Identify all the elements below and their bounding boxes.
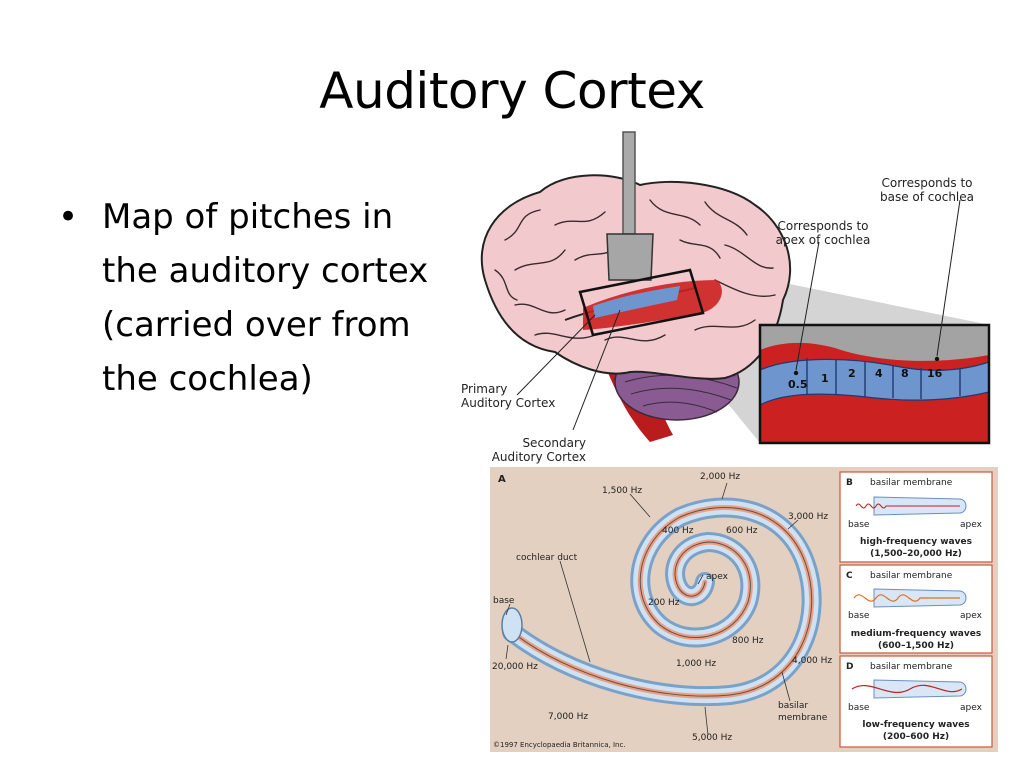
panel-b-wave: high-frequency waves <box>860 537 972 547</box>
pitch-label-0: 0.5 <box>788 378 808 391</box>
pitch-label-5: 16 <box>927 367 943 380</box>
brain-figure: 0.5 1 2 4 8 16 Corresponds to base of co… <box>461 131 991 464</box>
highlight-box <box>578 268 705 337</box>
freq-200: 200 Hz <box>648 598 680 608</box>
panel-c: C basilar membrane base apex medium-freq… <box>839 564 993 654</box>
label-base-cochlea-1: Corresponds to <box>881 176 972 190</box>
panel-d-apex: apex <box>960 703 983 713</box>
freq-4000: 4,000 Hz <box>792 656 832 666</box>
copyright: ©1997 Encyclopaedia Britannica, Inc. <box>493 741 626 749</box>
primary-auditory-cortex <box>593 286 680 318</box>
apex-label: apex <box>706 572 729 582</box>
panel-d-letter: D <box>846 662 853 672</box>
freq-1500: 1,500 Hz <box>602 486 642 496</box>
freq-3000: 3,000 Hz <box>788 512 828 522</box>
bullet-item: • Map of pitches in the auditory cortex … <box>58 190 438 406</box>
panel-b-letter: B <box>846 478 853 488</box>
cochlea-spiral <box>502 497 822 707</box>
pitch-label-1: 1 <box>821 372 829 385</box>
label-secondary-1: Secondary <box>522 436 586 450</box>
label-secondary-2: Auditory Cortex <box>492 450 586 464</box>
panel-b-base: base <box>848 520 870 530</box>
panel-c-membrane: basilar membrane <box>870 571 953 581</box>
panel-b-membrane: basilar membrane <box>870 478 953 488</box>
panel-c-range: (600–1,500 Hz) <box>878 641 954 651</box>
cochlear-duct-label: cochlear duct <box>516 553 578 563</box>
freq-5000: 5,000 Hz <box>692 733 732 743</box>
basilar-membrane-label-1: basilar <box>778 701 808 711</box>
label-primary-2: Auditory Cortex <box>461 396 555 410</box>
pitch-label-4: 8 <box>901 367 909 380</box>
label-base-cochlea-2: base of cochlea <box>880 190 974 204</box>
freq-600: 600 Hz <box>726 526 758 536</box>
bullet-list: • Map of pitches in the auditory cortex … <box>58 190 438 406</box>
panel-b-apex: apex <box>960 520 983 530</box>
bullet-dot: • <box>58 197 79 237</box>
bullet-text: Map of pitches in the auditory cortex (c… <box>102 197 429 399</box>
probe-shaft <box>622 131 636 235</box>
freq-7000: 7,000 Hz <box>548 712 588 722</box>
label-apex-cochlea-2: apex of cochlea <box>776 233 871 247</box>
probe-blade <box>606 233 654 281</box>
inset-zoom <box>758 323 991 445</box>
panel-d-membrane: basilar membrane <box>870 662 953 672</box>
label-apex-cochlea-1: Corresponds to <box>777 219 868 233</box>
cochlea-base-opening <box>501 607 523 643</box>
label-primary-1: Primary <box>461 382 507 396</box>
pitch-label-2: 2 <box>848 367 856 380</box>
pitch-label-3: 4 <box>875 367 883 380</box>
cochlea-figure: A 2,000 Hz 1,500 Hz 3,000 Hz 400 Hz 600 … <box>490 467 998 752</box>
slide-title: Auditory Cortex <box>319 62 705 120</box>
panel-c-letter: C <box>846 571 853 581</box>
panel-c-apex: apex <box>960 611 983 621</box>
panel-d-wave: low-frequency waves <box>862 720 969 730</box>
panel-c-wave: medium-frequency waves <box>851 629 981 639</box>
panel-b: B basilar membrane base apex high-freque… <box>839 471 993 563</box>
panel-c-base: base <box>848 611 870 621</box>
panel-a-letter: A <box>498 474 506 485</box>
freq-800: 800 Hz <box>732 636 764 646</box>
base-label: base <box>493 596 515 606</box>
panel-d: D basilar membrane base apex low-frequen… <box>839 655 993 748</box>
freq-20000: 20,000 Hz <box>492 662 538 672</box>
freq-2000: 2,000 Hz <box>700 472 740 482</box>
panel-d-range: (200–600 Hz) <box>883 732 949 742</box>
panel-b-range: (1,500–20,000 Hz) <box>870 549 962 559</box>
freq-1000: 1,000 Hz <box>676 659 716 669</box>
panel-d-base: base <box>848 703 870 713</box>
basilar-membrane-label-2: membrane <box>778 713 828 723</box>
freq-400: 400 Hz <box>662 526 694 536</box>
